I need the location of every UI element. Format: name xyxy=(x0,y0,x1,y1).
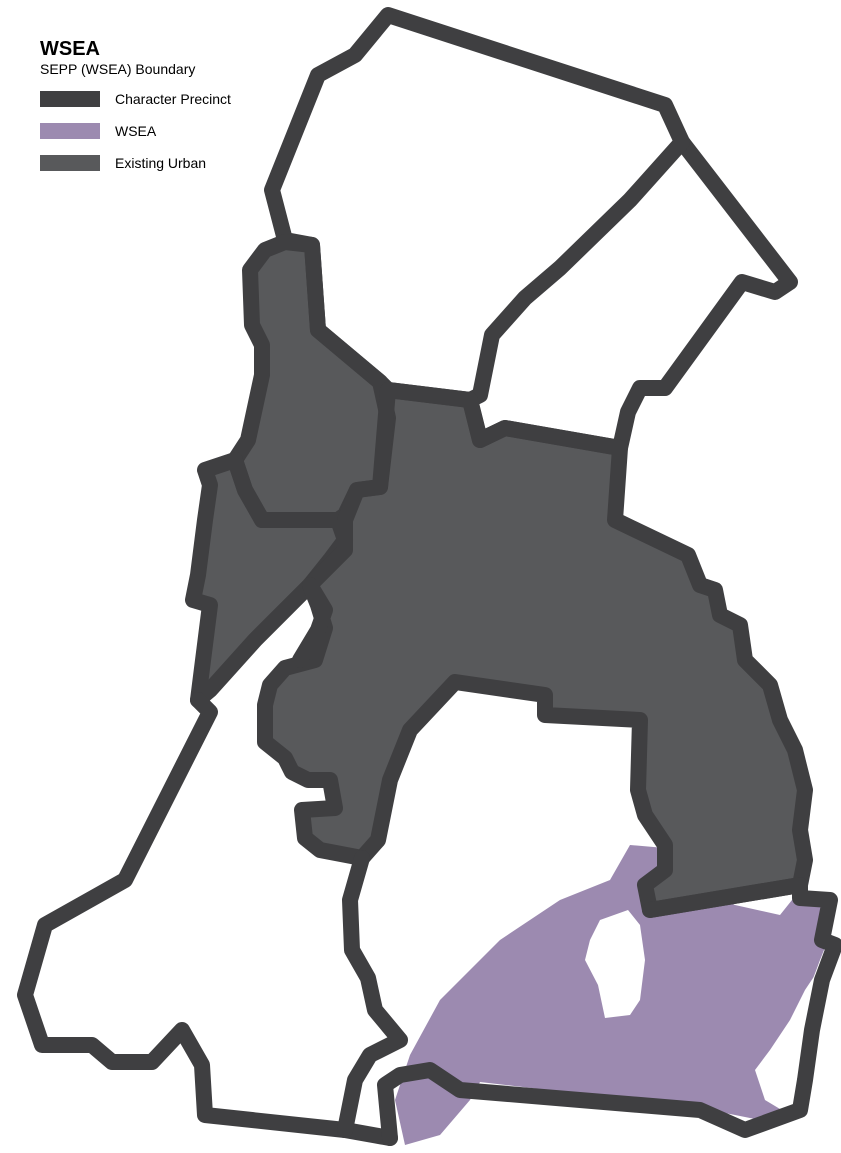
map-legend: WSEA SEPP (WSEA) Boundary Character Prec… xyxy=(40,38,231,184)
legend-swatch-character-precinct xyxy=(40,91,100,107)
character-precinct-boundaries xyxy=(17,7,841,1146)
precinct-west-strip xyxy=(185,452,353,708)
precinct-south-east xyxy=(377,877,841,1146)
legend-swatch-wsea xyxy=(40,123,100,139)
legend-subtitle: SEPP (WSEA) Boundary xyxy=(40,61,196,77)
legend-item-existing-urban: Existing Urban xyxy=(40,152,231,174)
legend-item-wsea: WSEA xyxy=(40,120,231,142)
legend-label: WSEA xyxy=(115,123,157,139)
precinct-north-division xyxy=(462,134,690,408)
precinct-central xyxy=(257,382,813,918)
legend-item-character-precinct: Character Precinct xyxy=(40,88,231,110)
existing-urban-area xyxy=(235,242,388,520)
precinct-south-central xyxy=(337,850,408,1138)
wsea-hole xyxy=(755,960,825,1115)
existing-urban-area xyxy=(265,390,805,910)
legend-label: Existing Urban xyxy=(115,155,207,171)
legend-items: Character Precinct WSEA Existing Urban xyxy=(40,88,231,174)
precinct-south-west-edge xyxy=(292,577,333,668)
legend-swatch-existing-urban xyxy=(40,155,100,171)
wsea-hole xyxy=(585,910,645,1018)
precinct-south-west xyxy=(17,692,398,1146)
legend-label: Character Precinct xyxy=(115,91,231,107)
legend-title: WSEA xyxy=(40,38,100,60)
